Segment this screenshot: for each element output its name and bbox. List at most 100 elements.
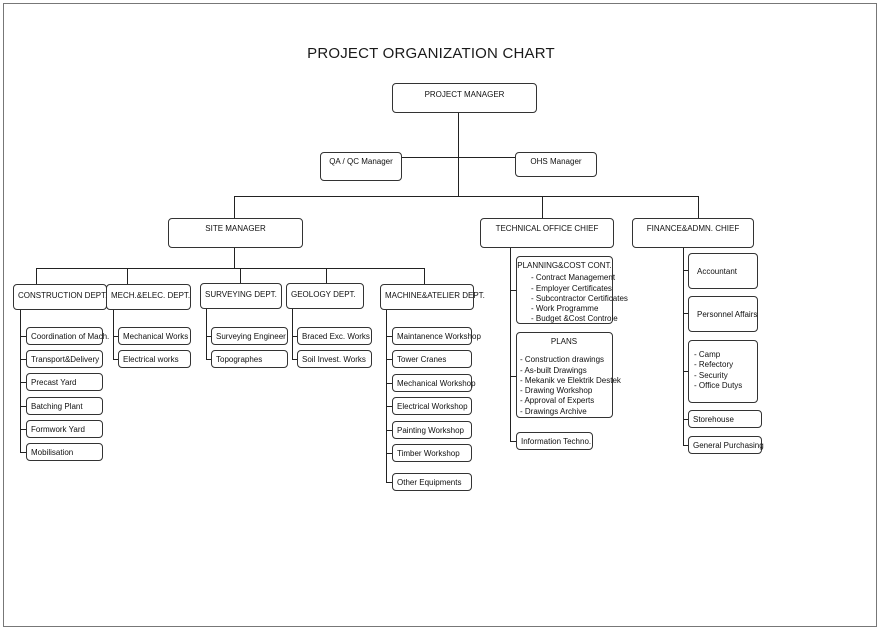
project-manager-node[interactable]: PROJECT MANAGER: [392, 83, 537, 113]
surveying-item[interactable]: Topographes: [211, 350, 288, 368]
storehouse-node[interactable]: Storehouse: [688, 410, 762, 428]
connector-line: [386, 406, 392, 407]
geology-item[interactable]: Soil Invest. Works: [297, 350, 372, 368]
qa-qc-manager-node[interactable]: QA / QC Manager: [320, 152, 402, 181]
item-label: Coordination of Mach.: [31, 331, 110, 341]
admin-services-node[interactable]: - Camp - Refectory - Security - Office D…: [688, 340, 758, 403]
item-label: Mechanical Works: [123, 331, 189, 341]
personnel-affairs-node[interactable]: Personnel Affairs: [688, 296, 758, 332]
item-label: Precast Yard: [31, 377, 77, 387]
construction-item[interactable]: Mobilisation: [26, 443, 103, 461]
node-label: PLANS: [550, 337, 578, 346]
connector-line: [510, 441, 516, 442]
accountant-node[interactable]: Accountant: [688, 253, 758, 289]
connector-line: [683, 419, 688, 420]
node-label: Accountant: [697, 267, 738, 276]
connector-line: [36, 268, 37, 284]
plans-node[interactable]: PLANS - Construction drawings - As-built…: [516, 332, 621, 418]
connector-line: [386, 336, 392, 337]
machine-atelier-dept-node[interactable]: MACHINE&ATELIER DEPT.: [380, 284, 485, 310]
machine-atelier-item[interactable]: Other Equipments: [392, 473, 472, 491]
connector-line: [386, 482, 392, 483]
list-item: - Budget &Cost Controle: [531, 314, 618, 324]
list-item: - Drawing Workshop: [520, 386, 593, 396]
connector-line: [424, 268, 425, 284]
site-manager-node[interactable]: SITE MANAGER: [168, 218, 303, 248]
node-label: General Purchasing: [693, 440, 764, 450]
list-item: - Construction drawings: [520, 355, 605, 365]
surveying-dept-node[interactable]: SURVEYING DEPT.: [200, 283, 282, 309]
node-label: MACHINE&ATELIER DEPT.: [385, 291, 485, 300]
surveying-item[interactable]: Surveying Engineer: [211, 327, 288, 345]
item-label: Transport&Delivery: [31, 354, 100, 364]
list-item: - As-built Drawings: [520, 365, 587, 375]
node-label: TECHNICAL OFFICE CHIEF: [495, 224, 599, 233]
list-item: - Office Dutys: [694, 380, 743, 390]
list-item: - Security: [694, 370, 728, 380]
connector-line: [20, 336, 26, 337]
connector-line: [683, 270, 688, 271]
connector-line: [510, 290, 516, 291]
connector-line: [542, 196, 543, 218]
geology-dept-node[interactable]: GEOLOGY DEPT.: [286, 283, 364, 309]
node-label: Information Techno.: [521, 436, 592, 446]
item-label: Tower Cranes: [397, 354, 447, 364]
list-item: - Work Programme: [531, 304, 599, 314]
connector-line: [20, 310, 21, 452]
node-label: OHS Manager: [530, 157, 582, 166]
connector-line: [386, 310, 387, 482]
information-techno-node[interactable]: Information Techno.: [516, 432, 593, 450]
connector-line: [206, 359, 211, 360]
construction-item[interactable]: Coordination of Mach.: [26, 327, 109, 345]
item-label: Electrical Workshop: [397, 401, 468, 411]
node-label: MECH.&ELEC. DEPT.: [111, 291, 191, 300]
item-label: Electrical works: [123, 354, 179, 364]
list-item: - Employer Certificates: [531, 283, 612, 293]
connector-line: [386, 359, 392, 360]
connector-line: [36, 268, 424, 269]
connector-line: [402, 157, 515, 158]
general-purchasing-node[interactable]: General Purchasing: [688, 436, 764, 454]
item-label: Soil Invest. Works: [302, 354, 366, 364]
item-label: Surveying Engineer: [216, 331, 286, 341]
connector-line: [240, 268, 241, 283]
connector-line: [20, 382, 26, 383]
list-item: - Drawings Archive: [520, 406, 587, 416]
list-item: - Contract Management: [531, 273, 616, 283]
connector-line: [292, 336, 297, 337]
geology-item[interactable]: Braced Exc. Works: [297, 327, 372, 345]
planning-cost-control-node[interactable]: PLANNING&COST CONT. - Contract Managemen…: [516, 256, 628, 324]
list-item: - Subcontractor Certificates: [531, 293, 628, 303]
connector-line: [20, 406, 26, 407]
connector-line: [20, 429, 26, 430]
item-label: Painting Workshop: [397, 425, 464, 435]
mech-elec-dept-node[interactable]: MECH.&ELEC. DEPT.: [106, 284, 191, 310]
machine-atelier-item[interactable]: Painting Workshop: [392, 421, 472, 439]
machine-atelier-item[interactable]: Electrical Workshop: [392, 397, 472, 415]
ohs-manager-node[interactable]: OHS Manager: [515, 152, 597, 177]
item-label: Mobilisation: [31, 447, 74, 457]
list-item: - Approval of Experts: [520, 396, 595, 406]
machine-atelier-item[interactable]: Tower Cranes: [392, 350, 472, 368]
page-frame: [3, 3, 877, 627]
construction-dept-node[interactable]: CONSTRUCTION DEPT.: [13, 284, 107, 310]
node-label: PLANNING&COST CONT.: [517, 261, 612, 270]
connector-line: [113, 336, 118, 337]
connector-line: [510, 376, 516, 377]
construction-item[interactable]: Transport&Delivery: [26, 350, 103, 368]
construction-item[interactable]: Precast Yard: [26, 373, 103, 391]
connector-line: [234, 196, 699, 197]
finance-admin-chief-node[interactable]: FINANCE&ADMN. CHIEF: [632, 218, 754, 248]
machine-atelier-item[interactable]: Timber Workshop: [392, 444, 472, 462]
connector-line: [206, 336, 211, 337]
item-label: Formwork Yard: [31, 424, 85, 434]
construction-item[interactable]: Formwork Yard: [26, 420, 103, 438]
node-label: SITE MANAGER: [205, 224, 266, 233]
construction-item[interactable]: Batching Plant: [26, 397, 103, 415]
mech-elec-item[interactable]: Mechanical Works: [118, 327, 191, 345]
node-label: PROJECT MANAGER: [424, 90, 505, 99]
machine-atelier-item[interactable]: Maintanence Workshop: [392, 327, 481, 345]
technical-office-chief-node[interactable]: TECHNICAL OFFICE CHIEF: [480, 218, 614, 248]
mech-elec-item[interactable]: Electrical works: [118, 350, 191, 368]
machine-atelier-item[interactable]: Mechanical Workshop: [392, 374, 476, 392]
